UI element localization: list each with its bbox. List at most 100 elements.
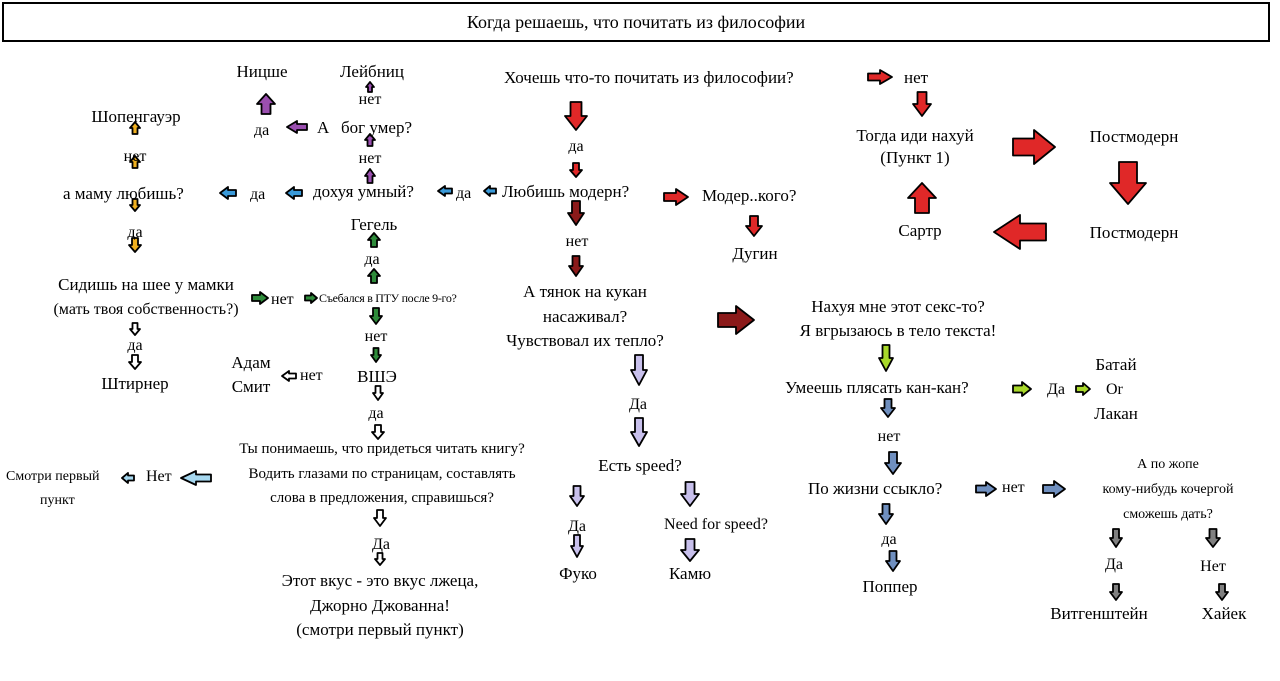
arrow-down-icon [564,101,588,131]
arrow-left-icon [219,186,237,200]
see-first-point: пункт [40,493,75,508]
arrow-down-icon [569,162,583,178]
question-tyanok: Чувствовал их тепло? [506,331,664,350]
arrow-down-icon [630,354,648,386]
wittgenstein-node: Витгенштейн [1050,604,1148,623]
answer-yes: да [456,185,472,202]
sex-text: Я вгрызаюсь в тело текста! [799,321,997,340]
arrow-right-icon [1012,129,1056,165]
question-neck: (мать твоя собственность?) [53,301,239,318]
arrow-down-icon [128,237,142,253]
arrow-left-icon [993,214,1047,250]
hse-node: ВШЭ [357,367,397,386]
arrow-up-icon [129,155,141,169]
question-tyanok: А тянок на кукан [523,282,647,301]
arrow-down-icon [374,552,386,566]
popper-node: Поппер [862,577,918,596]
arrow-down-icon [880,398,896,418]
arrow-right-icon [1042,480,1066,498]
answer-yes: да [127,337,143,354]
arrow-down-icon [885,550,901,572]
answer-yes: Да [371,536,391,553]
leibniz-node: Лейбниц [340,62,404,81]
answer-no: Нет [1200,558,1226,575]
answer-yes: да [127,224,143,241]
arrow-down-icon [370,347,382,363]
go-away-point: (Пункт 1) [880,148,950,167]
schopenhauer-node: Шопенгауэр [91,107,181,126]
arrow-right-icon [663,188,689,206]
answer-no: нет [1002,479,1025,496]
question-poker: А по жопе [1137,457,1199,472]
answer-yes: да [254,122,270,139]
answer-yes: Да [567,518,587,535]
camus-node: Камю [668,564,712,583]
need-for-speed: Need for speed? [664,516,768,533]
jojo-text: (смотри первый пункт) [296,620,464,639]
arrow-left-icon [281,370,297,382]
arrow-down-icon [369,307,383,325]
jojo-text: Джорно Джованна! [310,596,450,615]
diagram-title: Когда решаешь, что почитать из философии [2,2,1270,42]
question-book: Ты понимаешь, что придеться читать книгу… [239,441,525,457]
answer-no: нет [904,68,929,87]
adam-smith-node: Адам [231,353,271,372]
arrow-down-icon [878,344,894,372]
arrow-down-icon [912,91,932,117]
arrow-right-icon [1075,382,1091,396]
answer-yes: да [881,531,897,548]
question-pte: Съебался в ПТУ после 9-го? [319,291,457,305]
go-away-text: Тогда иди нахуй [856,126,974,145]
question-book: Водить глазами по страницам, составлять [248,466,516,482]
question-poker: кому-нибудь кочергой [1102,482,1234,497]
arrow-up-icon [367,232,381,248]
adam-smith-node: Смит [231,377,271,396]
answer-yes: Да [1104,556,1124,573]
bataille-node: Батай [1095,355,1137,374]
arrow-up-icon [129,121,141,135]
question-book: слова в предложения, справишься? [270,490,494,506]
arrow-right-icon [975,481,997,497]
hayek-node: Хайек [1201,604,1247,623]
jojo-text: Этот вкус - это вкус лжеца, [281,571,479,590]
arrow-up-icon [907,182,937,214]
arrow-down-icon [569,485,585,507]
arrow-down-icon [884,451,902,475]
stirner-node: Штирнер [101,374,169,393]
or-word: Or [1106,381,1123,398]
arrow-down-icon [568,255,584,277]
answer-no: нет [271,291,294,308]
question-coward: По жизни ссыкло? [808,479,943,498]
arrow-left-icon [180,470,212,486]
arrow-left-icon [437,185,453,197]
question-read-philosophy: Хочешь что-то почитать из философии? [504,68,794,87]
arrow-left-icon [286,120,308,134]
arrow-right-icon [304,292,318,304]
arrow-left-icon [121,472,135,484]
arrow-down-icon [372,385,384,401]
arrow-down-icon [745,215,763,237]
arrow-right-icon [1012,381,1032,397]
arrow-up-icon [367,268,381,284]
nietzsche-node: Ницше [236,62,288,81]
answer-yes: да [364,251,380,268]
answer-yes: да [368,405,384,422]
answer-no: нет [358,150,382,167]
postmodern-node: Постмодерн [1089,223,1179,242]
arrow-down-icon [373,509,387,527]
answer-no: нет [565,233,589,250]
hegel-node: Гегель [350,215,398,234]
arrow-down-icon [129,322,141,336]
arrow-down-icon [1205,528,1221,548]
arrow-right-icon [867,69,893,85]
answer-yes: да [568,138,584,155]
arrow-down-icon [570,534,584,558]
arrow-down-icon [1215,583,1229,601]
answer-no: нет [877,428,901,445]
question-god-a: А [317,118,330,137]
answer-no: нет [358,91,382,108]
arrow-up-icon [364,168,376,184]
arrow-down-icon [129,198,141,212]
question-poker: сможешь дать? [1123,507,1213,522]
question-tyanok: насаживал? [542,307,628,326]
